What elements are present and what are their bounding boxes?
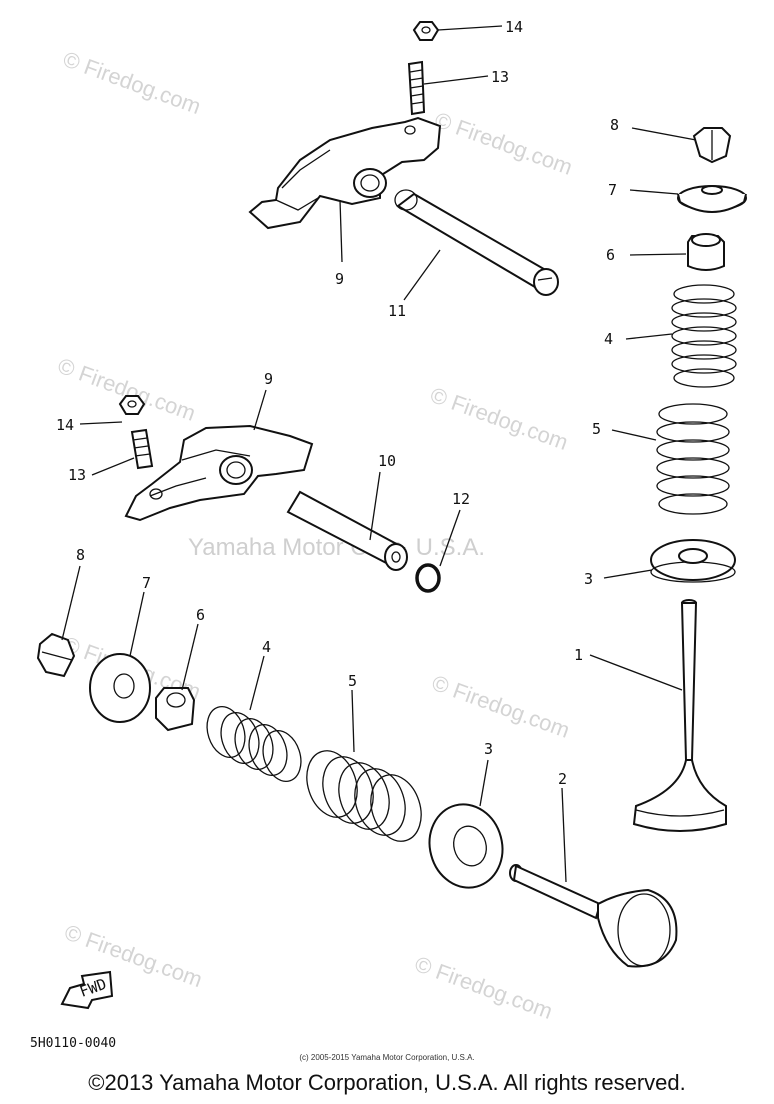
- callout-5-bottom: 5: [348, 672, 357, 690]
- callout-11: 11: [388, 302, 406, 320]
- watermark-1: © Firedog.com: [60, 46, 204, 119]
- callout-7-bottom: 7: [142, 574, 151, 592]
- callout-8-right: 8: [610, 116, 619, 134]
- callout-6-right: 6: [606, 246, 615, 264]
- callout-1: 1: [574, 646, 583, 664]
- watermark-4: © Firedog.com: [427, 382, 571, 455]
- right-valve-stack: [632, 127, 747, 832]
- spring-4-bottom: [206, 706, 302, 782]
- watermark-8: © Firedog.com: [412, 951, 556, 1024]
- upper-rocker-arm: [248, 21, 559, 296]
- small-copyright: (c) 2005-2015 Yamaha Motor Corporation, …: [299, 1053, 475, 1062]
- fwd-arrow: FWD: [60, 970, 114, 1010]
- callout-3-right: 3: [584, 570, 593, 588]
- callout-7-right: 7: [608, 181, 617, 199]
- callout-9-upper: 9: [335, 270, 344, 288]
- spring-5-right: [656, 403, 730, 515]
- spring-4-right: [671, 284, 737, 388]
- callout-14-upper: 14: [505, 18, 523, 36]
- bottom-valve-row: [36, 632, 678, 968]
- callout-13-lower: 13: [68, 466, 86, 484]
- callout-2: 2: [558, 770, 567, 788]
- callout-9-lower: 9: [264, 370, 273, 388]
- callout-4-bottom: 4: [262, 638, 271, 656]
- leader-lines: [61, 25, 697, 883]
- callout-13-upper: 13: [491, 68, 509, 86]
- callout-8-bottom: 8: [76, 546, 85, 564]
- o-ring-12: [415, 563, 441, 593]
- diagram-code: 5H0110-0040: [30, 1036, 117, 1051]
- lower-rocker-arm: [118, 395, 441, 593]
- callout-3-bottom: 3: [484, 740, 493, 758]
- callout-5-right: 5: [592, 420, 601, 438]
- callout-10: 10: [378, 452, 396, 470]
- copyright-notice: ©2013 Yamaha Motor Corporation, U.S.A. A…: [88, 1070, 686, 1095]
- watermark-center: Yamaha Motor Corp, U.S.A.: [188, 534, 485, 561]
- callouts: 14 13 9 11 8 7 6 4 5 3 1 9 14 13 10 12 8…: [56, 18, 619, 788]
- watermark-6: © Firedog.com: [429, 670, 573, 743]
- callout-12: 12: [452, 490, 470, 508]
- callout-6-bottom: 6: [196, 606, 205, 624]
- watermark-2: © Firedog.com: [431, 107, 575, 180]
- spring-5-bottom: [306, 750, 422, 842]
- callout-14-lower: 14: [56, 416, 74, 434]
- callout-4-right: 4: [604, 330, 613, 348]
